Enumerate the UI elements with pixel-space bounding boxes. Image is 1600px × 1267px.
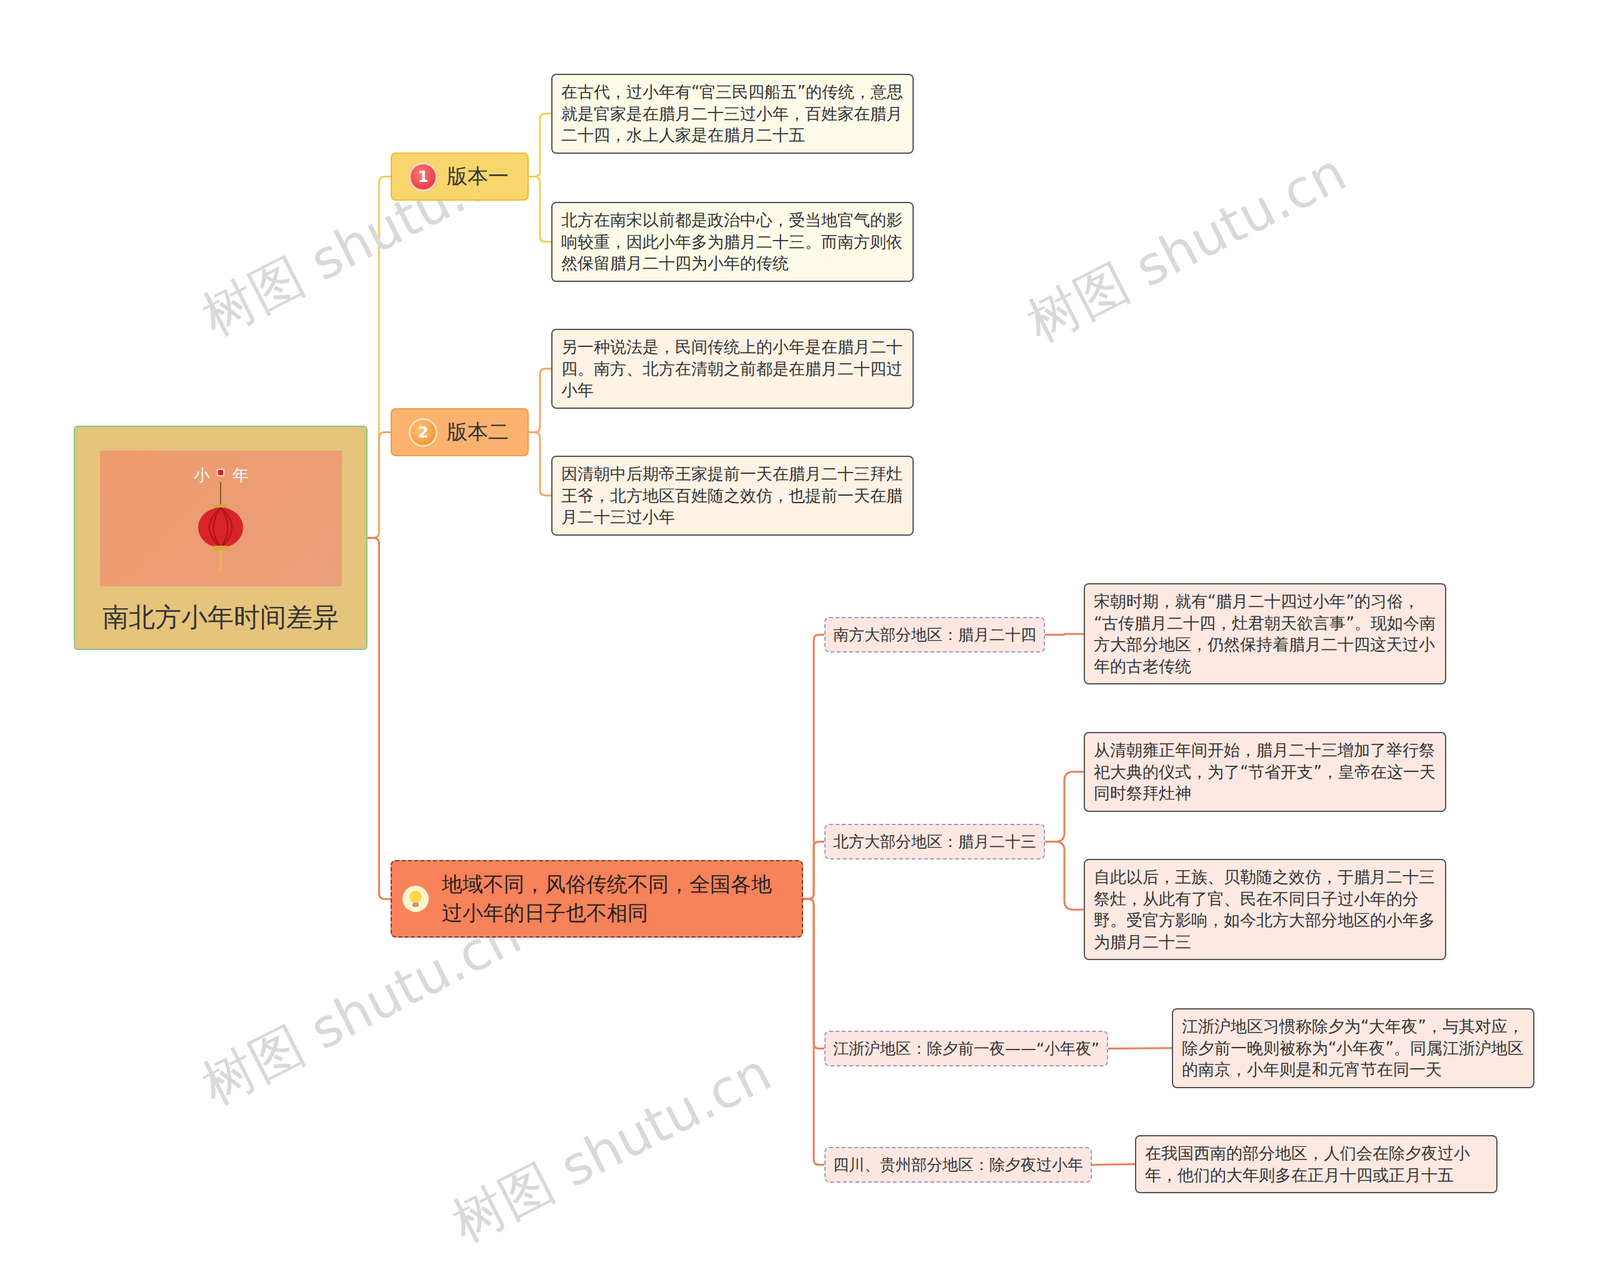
mindmap-node: 自此以后，王族、贝勒随之效仿，于腊月二十三祭灶，从此有了官、民在不同日子过小年的…	[1083, 858, 1447, 960]
text-wrap: 南方大部分地区：腊月二十四	[833, 624, 1037, 645]
text-wrap: 宋朝时期，就有“腊月二十四过小年”的习俗，“古传腊月二十四，灶君朝天欲言事”。现…	[1093, 590, 1437, 677]
mindmap-node: 北方大部分地区：腊月二十三	[824, 823, 1045, 860]
text-wrap: 版本二	[446, 418, 509, 447]
node-text: 四川、贵州部分地区：除夕夜过小年	[833, 1154, 1084, 1175]
node-text: 从清朝雍正年间开始，腊月二十三增加了举行祭祀大典的仪式，为了“节省开支”，皇帝在…	[1093, 739, 1437, 805]
mindmap-node: 从清朝雍正年间开始，腊月二十三增加了举行祭祀大典的仪式，为了“节省开支”，皇帝在…	[1083, 731, 1447, 812]
branch-connector	[367, 432, 391, 539]
node-text: 南北方小年时间差异	[87, 600, 354, 635]
node-text: 地域不同，风俗传统不同，全国各地过小年的日子也不相同	[441, 870, 792, 928]
text-wrap: 江浙沪地区习惯称除夕为“大年夜”，与其对应，除夕前一晚则被称为“小年夜”。同属江…	[1181, 1015, 1525, 1081]
text-wrap: 从清朝雍正年间开始，腊月二十三增加了举行祭祀大典的仪式，为了“节省开支”，皇帝在…	[1093, 739, 1437, 805]
node-text: 北方在南宋以前都是政治中心，受当地官气的影响较重，因此小年多为腊月二十三。而南方…	[561, 209, 904, 275]
text-wrap: 另一种说法是，民间传统上的小年是在腊月二十四。南方、北方在清朝之前都是在腊月二十…	[561, 336, 904, 402]
lantern-illustration: 小年	[100, 450, 342, 587]
mindmap-node: 南方大部分地区：腊月二十四	[824, 616, 1045, 653]
mindmap-node: 因清朝中后期帝王家提前一天在腊月二十三拜灶王爷，北方地区百姓随之效仿，也提前一天…	[551, 455, 914, 536]
node-text: 另一种说法是，民间传统上的小年是在腊月二十四。南方、北方在清朝之前都是在腊月二十…	[561, 336, 904, 402]
mindmap-node: 四川、贵州部分地区：除夕夜过小年	[824, 1146, 1092, 1183]
mindmap-node: 江浙沪地区习惯称除夕为“大年夜”，与其对应，除夕前一晚则被称为“小年夜”。同属江…	[1171, 1008, 1535, 1089]
branch-connector	[528, 113, 552, 177]
lantern-drawing	[100, 450, 342, 587]
node-text: 南方大部分地区：腊月二十四	[833, 624, 1037, 645]
text-wrap: 因清朝中后期帝王家提前一天在腊月二十三拜灶王爷，北方地区百姓随之效仿，也提前一天…	[561, 463, 904, 529]
branch-connector	[803, 635, 825, 900]
text-wrap: 南北方小年时间差异	[87, 600, 354, 635]
node-text: 宋朝时期，就有“腊月二十四过小年”的习俗，“古传腊月二十四，灶君朝天欲言事”。现…	[1093, 590, 1437, 677]
node-text: 江浙沪地区习惯称除夕为“大年夜”，与其对应，除夕前一晚则被称为“小年夜”。同属江…	[1181, 1015, 1525, 1081]
mindmap-node: 江浙沪地区：除夕前一夜——“小年夜”	[824, 1030, 1109, 1067]
illustration-text: 小	[193, 464, 210, 487]
mindmap-node: 小年南北方小年时间差异	[73, 425, 368, 650]
watermark: 树图 shutu.cn	[440, 1037, 783, 1260]
node-text: 在古代，过小年有“官三民四船五”的传统，意思就是官家是在腊月二十三过小年，百姓家…	[561, 81, 904, 147]
branch-connector	[1045, 633, 1084, 635]
node-text: 自此以后，王族、贝勒随之效仿，于腊月二十三祭灶，从此有了官、民在不同日子过小年的…	[1093, 866, 1437, 953]
text-wrap: 四川、贵州部分地区：除夕夜过小年	[833, 1154, 1084, 1175]
bulb-icon	[401, 885, 430, 913]
text-wrap: 在我国西南的部分地区，人们会在除夕夜过小年，他们的大年则多在正月十四或正月十五	[1145, 1142, 1488, 1186]
mindmap-node: 北方在南宋以前都是政治中心，受当地官气的影响较重，因此小年多为腊月二十三。而南方…	[551, 201, 914, 282]
text-wrap: 北方大部分地区：腊月二十三	[833, 831, 1037, 852]
watermark: 树图 shutu.cn	[1015, 137, 1358, 360]
mindmap-node: 2 版本二	[390, 408, 529, 457]
branch-connector	[1108, 1046, 1172, 1050]
text-wrap: 在古代，过小年有“官三民四船五”的传统，意思就是官家是在腊月二十三过小年，百姓家…	[561, 81, 904, 147]
node-text: 版本二	[446, 418, 509, 447]
illustration-text: 年	[232, 464, 249, 487]
mindmap-node: 宋朝时期，就有“腊月二十四过小年”的习俗，“古传腊月二十四，灶君朝天欲言事”。现…	[1083, 583, 1447, 685]
text-wrap: 地域不同，风俗传统不同，全国各地过小年的日子也不相同	[441, 870, 792, 928]
node-text: 版本一	[446, 162, 509, 191]
branch-connector	[803, 898, 825, 1165]
callout-number: 1	[410, 164, 436, 190]
mindmap-node: 在古代，过小年有“官三民四船五”的传统，意思就是官家是在腊月二十三过小年，百姓家…	[551, 73, 914, 154]
branch-connector	[1091, 1163, 1135, 1166]
node-text: 北方大部分地区：腊月二十三	[833, 831, 1037, 852]
node-text: 江浙沪地区：除夕前一夜——“小年夜”	[833, 1038, 1100, 1059]
branch-connector	[1045, 841, 1084, 910]
text-wrap: 江浙沪地区：除夕前一夜——“小年夜”	[833, 1038, 1100, 1059]
branch-connector	[528, 176, 552, 242]
branch-connector	[528, 432, 552, 496]
branch-connector	[528, 368, 552, 433]
node-text: 在我国西南的部分地区，人们会在除夕夜过小年，他们的大年则多在正月十四或正月十五	[1145, 1142, 1488, 1186]
mindmap-node: 在我国西南的部分地区，人们会在除夕夜过小年，他们的大年则多在正月十四或正月十五	[1135, 1135, 1498, 1194]
branch-connector	[367, 538, 391, 900]
callout-number: 2	[410, 420, 436, 445]
branch-connector	[1045, 771, 1084, 842]
mindmap-node: 1 版本一	[390, 152, 529, 201]
text-wrap: 北方在南宋以前都是政治中心，受当地官气的影响较重，因此小年多为腊月二十三。而南方…	[561, 209, 904, 275]
mindmap-node: 地域不同，风俗传统不同，全国各地过小年的日子也不相同	[390, 860, 804, 938]
text-wrap: 版本一	[446, 162, 509, 191]
text-wrap: 自此以后，王族、贝勒随之效仿，于腊月二十三祭灶，从此有了官、民在不同日子过小年的…	[1093, 866, 1437, 953]
mindmap-node: 另一种说法是，民间传统上的小年是在腊月二十四。南方、北方在清朝之前都是在腊月二十…	[551, 328, 914, 409]
branch-connector	[803, 841, 825, 900]
node-text: 因清朝中后期帝王家提前一天在腊月二十三拜灶王爷，北方地区百姓随之效仿，也提前一天…	[561, 463, 904, 529]
